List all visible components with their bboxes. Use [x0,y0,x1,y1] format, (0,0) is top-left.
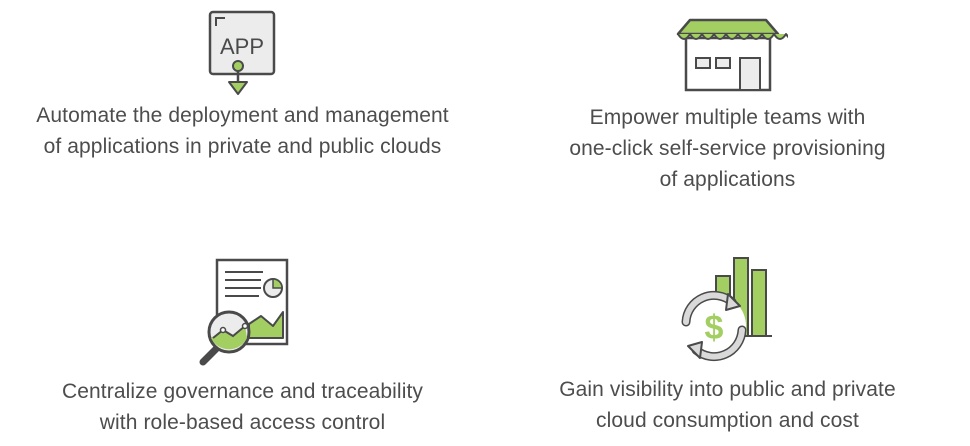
cost-chart-icon: $ [681,257,772,362]
feature-automate-deployment: APP Automate the deployment and manageme… [0,8,485,162]
feature-caption: Centralize governance and traceability w… [61,380,423,434]
storefront-icon [676,18,788,92]
feature-cost-visibility: $ Gain visibility into public and privat… [485,256,970,436]
app-download-icon: APP [208,10,275,95]
feature-self-service: Empower multiple teams with one-click se… [485,12,970,195]
report-magnifier-icon [199,258,288,366]
feature-caption: Empower multiple teams with one-click se… [569,106,886,191]
feature-caption: Gain visibility into public and private … [559,378,896,432]
app-label: APP [219,34,263,59]
dollar-sign: $ [704,309,723,347]
feature-governance: Centralize governance and traceability w… [0,258,485,438]
feature-caption: Automate the deployment and management o… [36,104,449,158]
